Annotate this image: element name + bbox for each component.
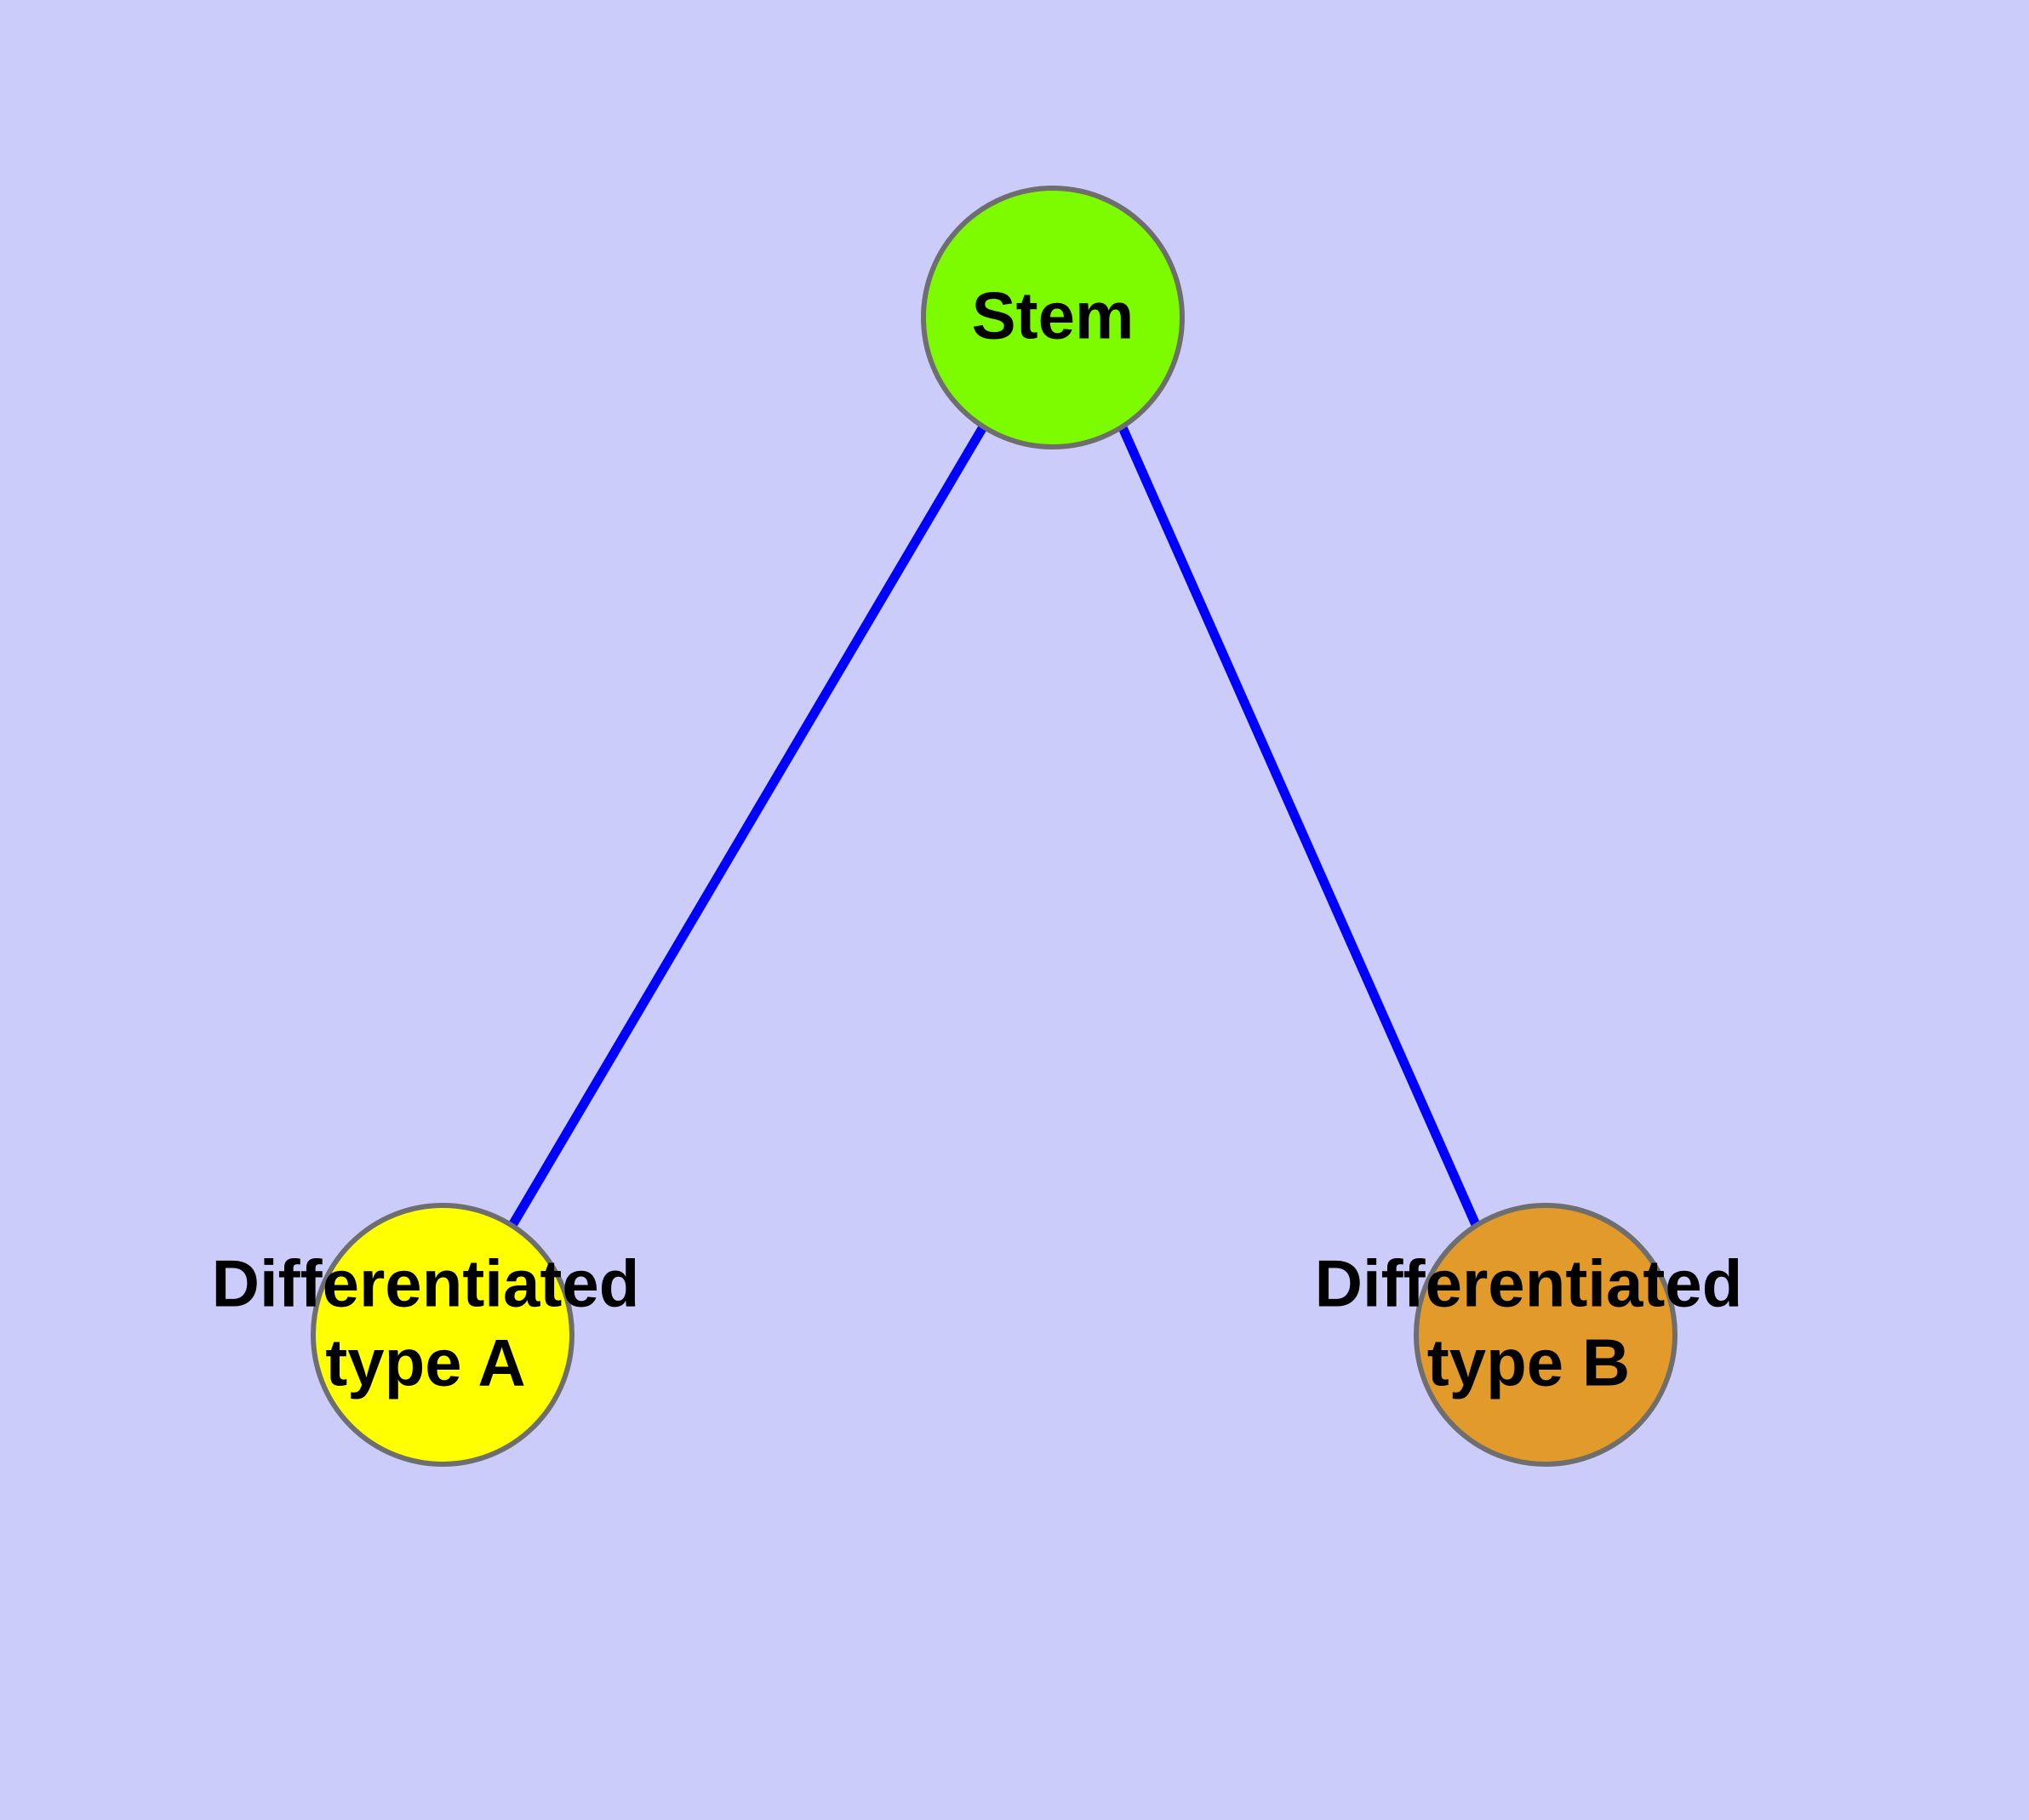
edge-stem-to-differentiated-type-a[interactable] (507, 423, 988, 1229)
node-differentiated-type-a[interactable] (311, 1203, 574, 1467)
node-differentiated-type-a-circle[interactable] (311, 1203, 574, 1467)
node-differentiated-type-a-label-line-2: type A (325, 1325, 526, 1400)
node-differentiated-type-b-label-line-2: type B (1427, 1325, 1630, 1400)
node-differentiated-type-b-label-line-1: Differentiated (1315, 1246, 1743, 1321)
edge-stem-to-differentiated-type-b[interactable] (1117, 423, 1482, 1229)
edge-layer (507, 423, 1482, 1229)
node-stem-label: Stem (972, 278, 1135, 353)
node-layer: Stem (311, 186, 1677, 1467)
node-stem-circle[interactable] (921, 186, 1185, 449)
node-differentiated-type-b-circle[interactable] (1414, 1203, 1677, 1467)
node-stem[interactable]: Stem (921, 186, 1185, 449)
node-label-layer: Differentiated type A Differentiated typ… (212, 1246, 1743, 1400)
node-differentiated-type-b[interactable] (1414, 1203, 1677, 1467)
node-differentiated-type-a-label-line-1: Differentiated (212, 1246, 640, 1321)
